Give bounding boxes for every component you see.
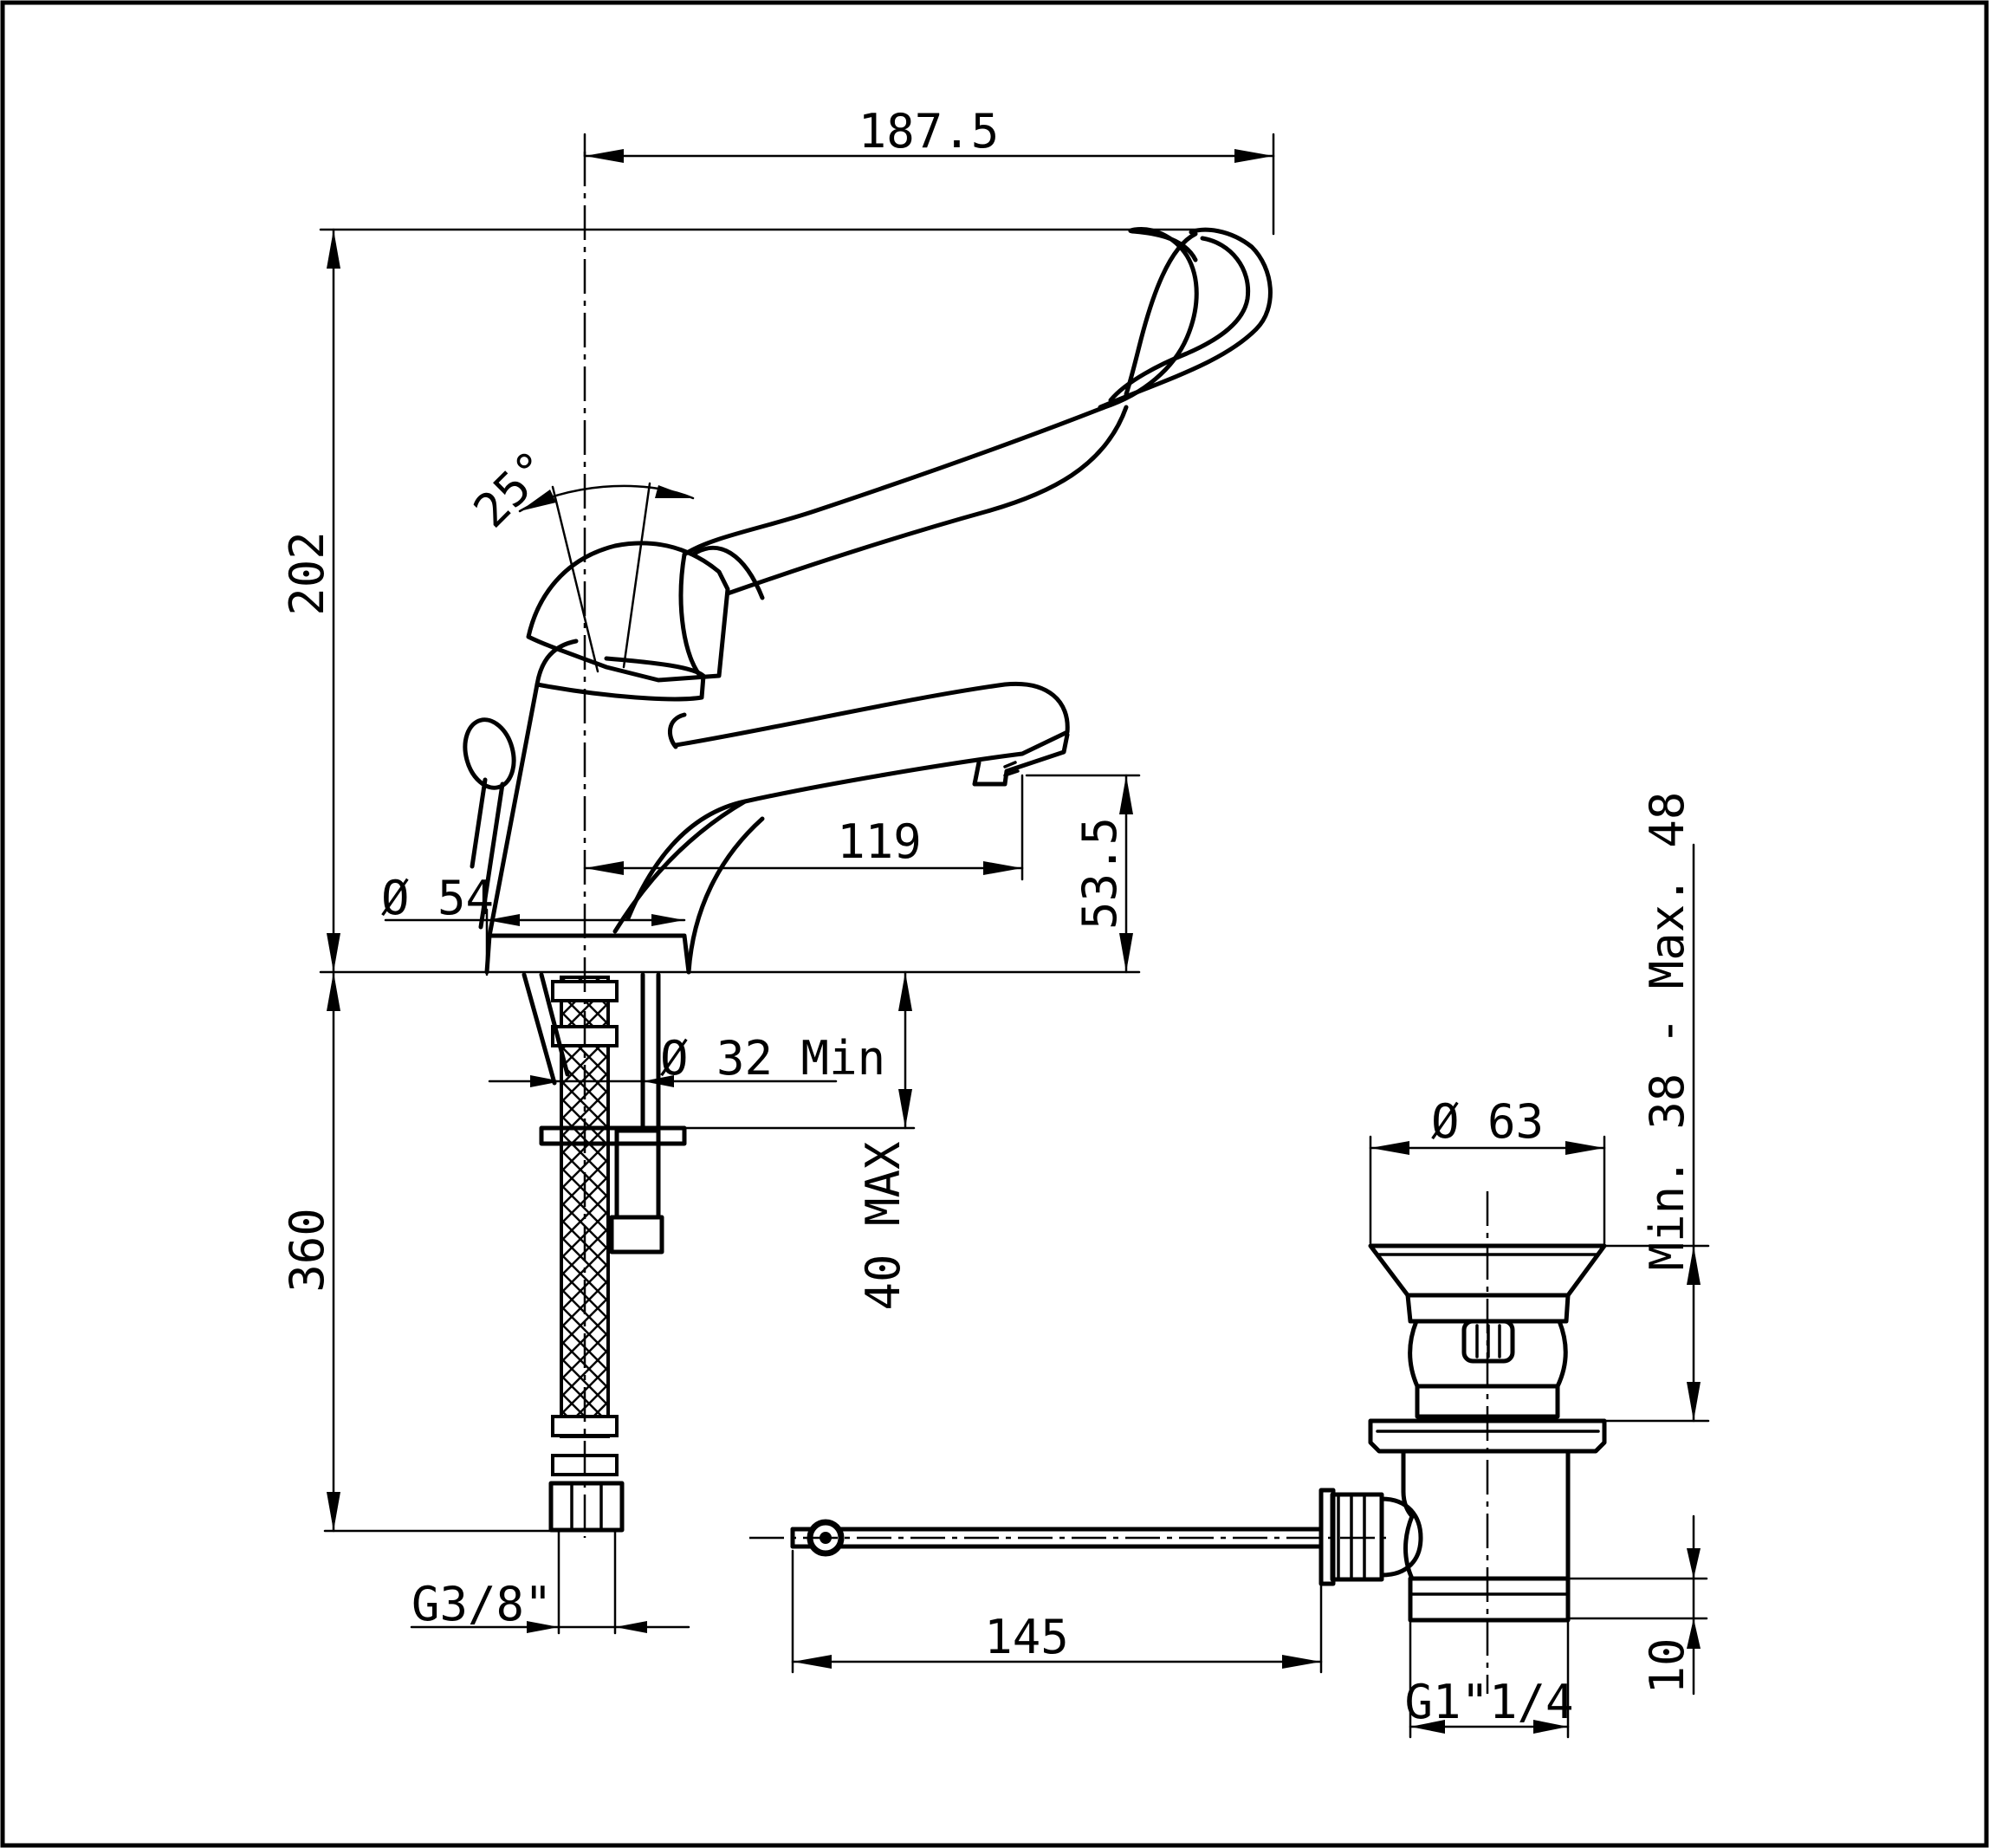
waste-thread-label: G1"1/4 bbox=[1404, 1675, 1573, 1729]
dimension-basin-thickness: Min. 38 - Max. 48 bbox=[1603, 792, 1710, 1423]
hose-length-label: 360 bbox=[280, 1208, 334, 1293]
lever-angle-label: 25° bbox=[463, 440, 562, 539]
dimension-spout-height: 53.5 bbox=[1025, 774, 1141, 974]
spout-height-label: 53.5 bbox=[1072, 817, 1127, 930]
dimension-overall-height: 202 bbox=[280, 228, 1202, 974]
dimension-deck-thickness: 40 MAX bbox=[683, 970, 916, 1311]
dimension-lever-angle: 25° bbox=[463, 440, 695, 673]
waste-diameter-label: Ø 63 bbox=[1431, 1094, 1544, 1149]
dimension-spout-reach: 119 bbox=[583, 774, 1024, 881]
dimension-hose-length: 360 bbox=[280, 970, 556, 1533]
hole-diameter-label: Ø 32 Min bbox=[660, 1031, 885, 1086]
spout-reach-label: 119 bbox=[837, 814, 922, 869]
overall-reach-label: 187.5 bbox=[858, 104, 1000, 159]
dimension-overall-reach: 187.5 bbox=[583, 104, 1275, 236]
dimension-thread-length: 10 bbox=[1566, 1514, 1708, 1696]
overall-height-label: 202 bbox=[280, 531, 334, 616]
thread-length-label: 10 bbox=[1640, 1637, 1694, 1694]
deck-thickness-label: 40 MAX bbox=[856, 1141, 910, 1311]
dimension-waste-thread: G1"1/4 bbox=[1404, 1618, 1574, 1739]
waste-fitting bbox=[790, 1243, 1607, 1623]
dimension-hose-thread: G3/8" bbox=[410, 1529, 690, 1635]
basin-thickness-label: Min. 38 - Max. 48 bbox=[1640, 792, 1694, 1271]
dimension-pull-rod-length: 145 bbox=[791, 1549, 1323, 1674]
pull-rod-length-label: 145 bbox=[984, 1610, 1069, 1664]
dimension-waste-diameter: Ø 63 bbox=[1369, 1094, 1606, 1245]
base-diameter-label: Ø 54 bbox=[381, 871, 494, 925]
dimension-base-diameter: Ø 54 bbox=[381, 871, 686, 976]
hose-thread-label: G3/8" bbox=[411, 1577, 553, 1631]
faucet-body bbox=[463, 226, 1273, 975]
dimension-hole-diameter: Ø 32 Min bbox=[488, 1031, 885, 1087]
